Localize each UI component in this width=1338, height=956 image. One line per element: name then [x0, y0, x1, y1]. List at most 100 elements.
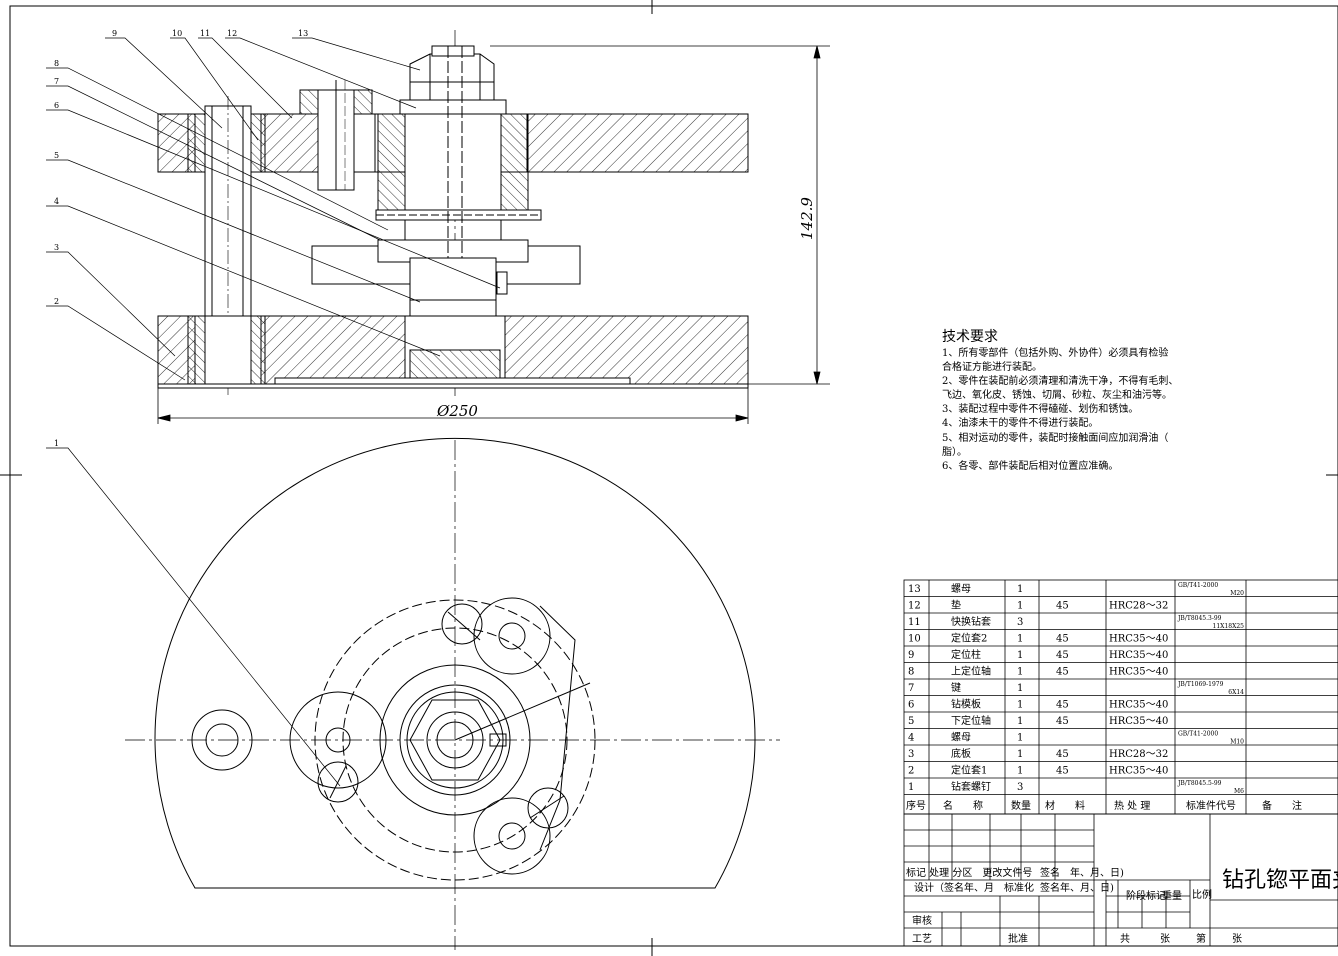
bom-cell-heat: HRC35～40 [1109, 634, 1168, 645]
bom-cell-name: 定位套1 [951, 764, 987, 777]
bom-cell-material: 45 [1056, 601, 1069, 612]
bom-header-heat: 热 处 理 [1114, 799, 1150, 812]
balloon-8: 8 [54, 59, 59, 68]
tech-req-line: 5、相对运动的零件，装配时接触面间应加润滑油（ [942, 431, 1168, 444]
bom-cell-qty: 1 [1017, 700, 1023, 711]
dimensions [157, 45, 830, 424]
tb-approve: 批准 [1008, 932, 1028, 945]
tech-req-line: 4、油漆未干的零件不得进行装配。 [942, 416, 1098, 429]
bom-cell-heat: HRC28～32 [1109, 749, 1168, 760]
balloon-1: 1 [54, 439, 59, 448]
bom-cell-no: 1 [908, 782, 914, 793]
bom-cell-name: 定位套2 [951, 632, 987, 645]
tb-weight: 重量 [1162, 889, 1182, 902]
technical-requirements: 技术要求 1、所有零部件（包括外购、外协件）必须具有检验 合格证方能进行装配。 … [942, 329, 1178, 472]
section-view [157, 30, 749, 400]
bom-cell-spec: 11X18X25 [1213, 623, 1245, 630]
bom-cell-no: 8 [908, 667, 914, 678]
bom-cell-material: 45 [1056, 634, 1069, 645]
bom-cell-spec: M20 [1230, 590, 1244, 597]
bom-cell-name: 定位柱 [951, 648, 981, 661]
bom-cell-no: 2 [908, 766, 914, 777]
bom-header-no: 序号 [906, 799, 926, 812]
bom-cell-std: GB/T41-2000 [1178, 582, 1218, 589]
bom-cell-name: 垫 [951, 599, 961, 612]
bom-header-std: 标准件代号 [1186, 800, 1236, 812]
balloon-11: 11 [200, 29, 210, 38]
bom-cell-no: 5 [908, 716, 914, 727]
bom-cell-heat: HRC35～40 [1109, 667, 1168, 678]
bom-cell-qty: 1 [1017, 766, 1023, 777]
bom-cell-no: 4 [908, 733, 914, 744]
tech-req-line: 飞边、氧化皮、锈蚀、切屑、砂粒、灰尘和油污等。 [942, 388, 1172, 401]
tb-total: 共 [1120, 933, 1130, 945]
bom-cell-name: 螺母 [951, 583, 971, 595]
bom-cell-no: 12 [908, 601, 921, 612]
tech-req-line: 1、所有零部件（包括外购、外协件）必须具有检验 [942, 346, 1168, 359]
bom-cell-spec: M6 [1234, 788, 1244, 795]
title-block-text: 钻孔锪平面夹 标记 处理 分区 更改文件号 签名 年、月、日) 设计（签名年、月… [906, 866, 1338, 945]
bom-cell-name: 钻模板 [951, 698, 981, 711]
bom-header-qty: 数量 [1011, 799, 1031, 812]
bom-cell-qty: 1 [1017, 634, 1023, 645]
balloon-13: 13 [298, 29, 308, 38]
bom-cell-spec: M10 [1230, 739, 1244, 746]
bom-cell-std: JB/T8045.3-99 [1177, 615, 1222, 622]
bom-cell-heat: HRC35～40 [1109, 766, 1168, 777]
bom-header-material: 材 料 [1045, 799, 1085, 812]
tb-sheet2: 张 [1232, 933, 1242, 945]
bom-cell-heat: HRC35～40 [1109, 700, 1168, 711]
bom-cell-no: 13 [908, 584, 921, 595]
bom-cell-qty: 1 [1017, 683, 1023, 694]
bom-cell-name: 键 [951, 681, 961, 694]
tb-stage: 阶段标记 [1126, 889, 1166, 902]
bom-cell-material: 45 [1056, 700, 1069, 711]
bom-cell-qty: 1 [1017, 601, 1023, 612]
bom-header: 序号 名 称 数量 材 料 热 处 理 标准件代号 备 注 [906, 799, 1302, 812]
bom-header-name: 名 称 [943, 799, 983, 812]
bom-cell-name: 螺母 [951, 732, 971, 744]
bom-cell-material: 45 [1056, 749, 1069, 760]
bom-cell-material: 45 [1056, 716, 1069, 727]
tb-design-row: 设计（签名年、月 [914, 881, 994, 894]
bom-cell-material: 45 [1056, 650, 1069, 661]
bom-cell-std: JB/T1069-1979 [1177, 681, 1224, 688]
tb-process: 工艺 [912, 933, 932, 945]
bom-cell-name: 快换钻套 [951, 615, 991, 628]
bom-cell-no: 11 [908, 617, 921, 628]
bom-cell-std: JB/T8045.5-99 [1177, 780, 1222, 787]
tech-req-line: 6、各零、部件装配后相对位置应准确。 [942, 459, 1118, 472]
diameter-dimension: Ø250 [436, 402, 478, 420]
balloon-6: 6 [54, 101, 59, 110]
tb-std-check: 标准化 [1004, 881, 1034, 894]
drawing-title: 钻孔锪平面夹 [1222, 868, 1338, 893]
plan-view [125, 437, 780, 950]
bom-cell-qty: 1 [1017, 667, 1023, 678]
bom-cell-heat: HRC28～32 [1109, 601, 1168, 612]
bom-cell-qty: 1 [1017, 749, 1023, 760]
height-dimension: 142.9 [798, 197, 816, 240]
bom-cell-qty: 1 [1017, 650, 1023, 661]
tech-req-line: 合格证方能进行装配。 [942, 360, 1042, 373]
tech-req-line: 3、装配过程中零件不得磕碰、划伤和锈蚀。 [942, 402, 1138, 415]
balloon-9: 9 [112, 29, 117, 38]
bom-cell-qty: 3 [1017, 782, 1023, 793]
bom-cell-qty: 1 [1017, 733, 1023, 744]
title-block [903, 813, 1338, 947]
bom-cell-no: 10 [908, 634, 921, 645]
bom-cell-name: 钻套螺钉 [951, 780, 991, 793]
bom-cell-qty: 3 [1017, 617, 1023, 628]
bom-cell-name: 底板 [951, 747, 971, 760]
bom-cell-spec: 6X14 [1228, 689, 1244, 696]
tech-req-line: 2、零件在装配前必须清理和清洗干净，不得有毛刺、 [942, 374, 1178, 387]
bom-cell-no: 6 [908, 700, 914, 711]
balloon-2: 2 [54, 297, 59, 306]
balloon-7: 7 [54, 77, 59, 86]
leader-lines [46, 37, 501, 787]
tb-scale: 比例 [1192, 888, 1212, 901]
bom-cell-no: 9 [908, 650, 914, 661]
tb-page: 第 [1196, 932, 1206, 945]
bom-cell-heat: HRC35～40 [1109, 650, 1168, 661]
bom-cell-material: 45 [1056, 766, 1069, 777]
